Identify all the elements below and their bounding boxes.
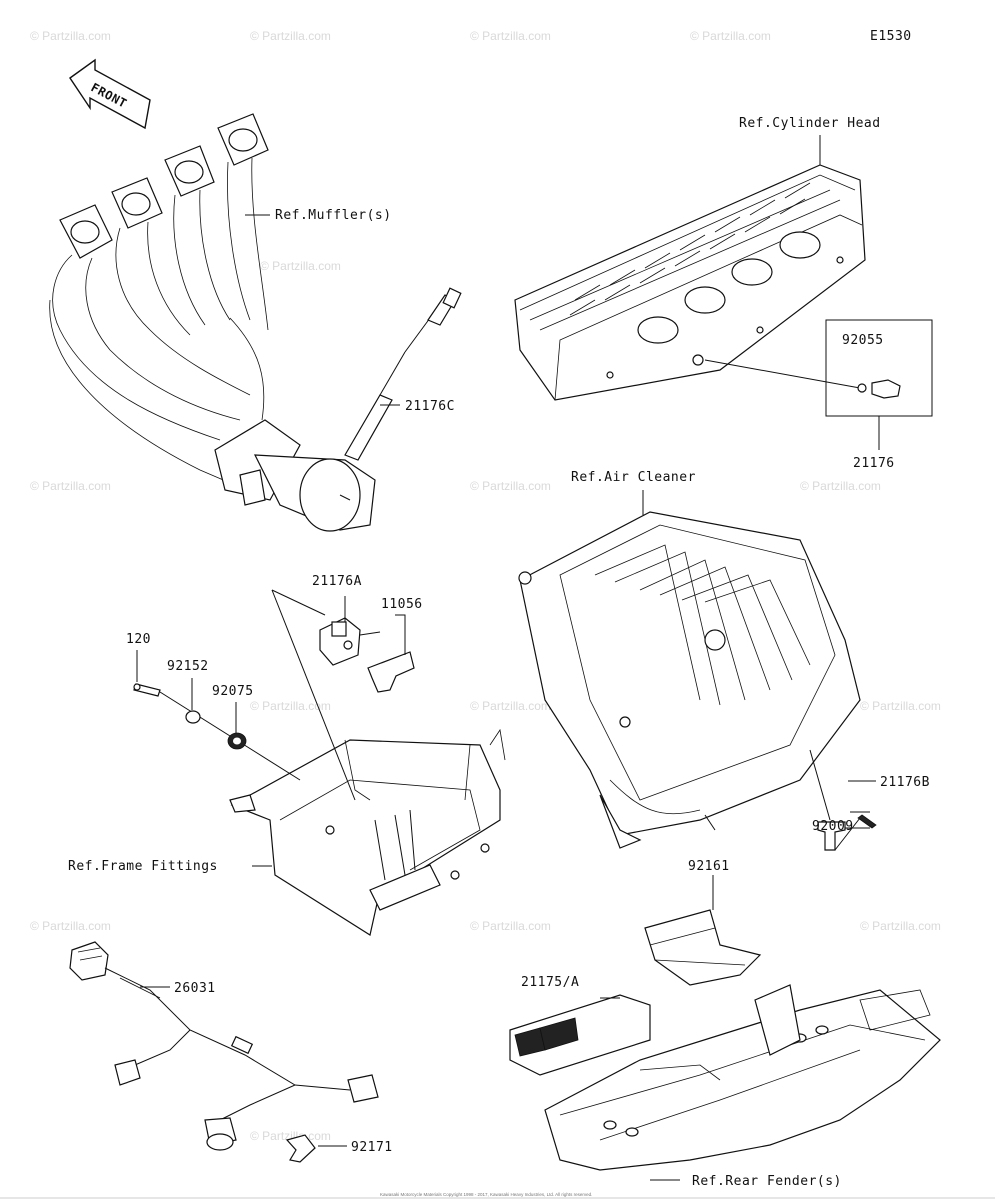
watermark: © Partzilla.com — [470, 919, 551, 933]
part-number: 21176B — [880, 775, 930, 790]
part-number: 92075 — [212, 684, 254, 699]
watermark-layer: © Partzilla.com © Partzilla.com © Partzi… — [30, 29, 941, 1143]
ecu-21175A-drawing — [509, 994, 651, 1076]
grommet-92075-drawing — [227, 732, 247, 750]
ref-air-cleaner-label: Ref.Air Cleaner — [571, 470, 696, 485]
ref-frame-fittings-label: Ref.Frame Fittings — [68, 859, 218, 874]
part-number: 26031 — [174, 981, 216, 996]
air-cleaner-drawing — [518, 511, 877, 851]
part-number: 92055 — [842, 333, 884, 348]
ref-rear-fender-label: Ref.Rear Fender(s) — [692, 1174, 842, 1189]
leader-lines — [136, 135, 876, 1181]
watermark: © Partzilla.com — [470, 479, 551, 493]
front-arrow-icon: FRONT — [69, 58, 151, 130]
part-number: 21176 — [853, 456, 895, 471]
watermark: © Partzilla.com — [860, 919, 941, 933]
part-number: 21176C — [405, 399, 455, 414]
clip-92171-drawing — [285, 1134, 316, 1163]
bracket-92161-drawing — [644, 909, 762, 986]
sensor-21176A-drawing — [319, 617, 381, 666]
watermark: © Partzilla.com — [690, 29, 771, 43]
collar-92152-drawing — [185, 710, 201, 724]
watermark: © Partzilla.com — [260, 259, 341, 273]
watermark: © Partzilla.com — [800, 479, 881, 493]
watermark: © Partzilla.com — [30, 29, 111, 43]
cylinder-head-drawing — [514, 164, 933, 450]
watermark: © Partzilla.com — [470, 29, 551, 43]
rear-fender-drawing — [544, 984, 941, 1171]
diagram-code: E1530 — [870, 29, 912, 44]
watermark: © Partzilla.com — [30, 919, 111, 933]
frame-fittings-drawing — [229, 589, 506, 936]
watermark: © Partzilla.com — [470, 699, 551, 713]
part-number: 92161 — [688, 859, 730, 874]
part-number: 92171 — [351, 1140, 393, 1155]
part-number: 21176A — [312, 574, 362, 589]
part-number: 92152 — [167, 659, 209, 674]
harness-26031-drawing — [69, 941, 379, 1151]
ref-cylinder-head-label: Ref.Cylinder Head — [739, 116, 881, 131]
exhaust-header-drawing — [49, 113, 462, 532]
watermark: © Partzilla.com — [860, 699, 941, 713]
part-number: 92009 — [812, 819, 854, 834]
watermark: © Partzilla.com — [250, 699, 331, 713]
clamp-11056-drawing — [367, 651, 415, 693]
part-number: 120 — [126, 632, 151, 647]
part-number: 11056 — [381, 597, 423, 612]
reference-labels: Ref.Cylinder Head Ref.Muffler(s) Ref.Air… — [68, 116, 881, 1189]
part-number: 21175/A — [521, 975, 579, 990]
watermark: © Partzilla.com — [250, 1129, 331, 1143]
watermark: © Partzilla.com — [30, 479, 111, 493]
copyright-note: Kawasaki Motorcycle Materials Copyright … — [380, 1192, 592, 1197]
watermark: © Partzilla.com — [250, 29, 331, 43]
ref-muffler-label: Ref.Muffler(s) — [275, 208, 392, 223]
part-number-labels: 21176C 92055 21176 21176A 11056 120 9215… — [126, 333, 930, 1155]
